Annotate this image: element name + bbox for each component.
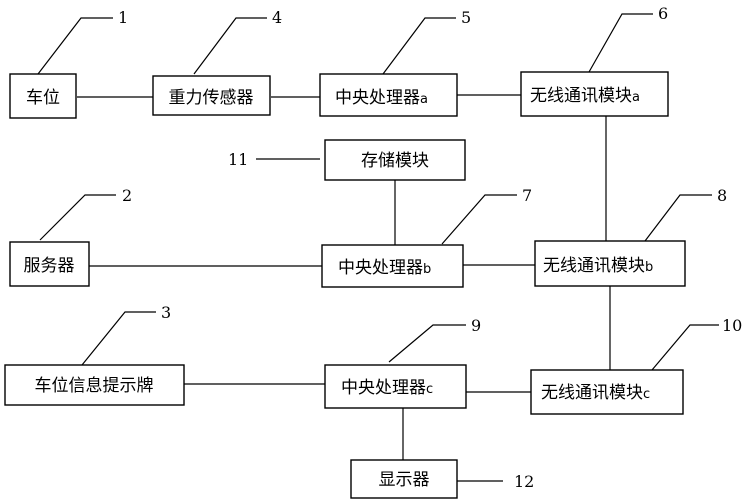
node-label: 服务器: [24, 256, 75, 276]
leader-9: [388, 324, 466, 363]
node-display: 显示器: [350, 459, 458, 499]
leader-1: [37, 17, 113, 75]
node-label: 显示器: [379, 470, 430, 490]
leader-3: [81, 311, 156, 366]
node-label: 车位: [26, 88, 60, 108]
node-label: 中央处理器a: [335, 88, 428, 108]
reference-numbers: 1 4 5 6 11 2 7 8 3 9 10 12: [118, 4, 742, 491]
leader-4: [193, 17, 267, 75]
leader-10: [651, 324, 719, 371]
ref-number-7: 7: [522, 186, 532, 205]
leader-lines: [37, 13, 719, 482]
ref-number-10: 10: [722, 316, 742, 335]
leader-5: [382, 17, 456, 75]
connections: [77, 94, 611, 460]
node-label: 无线通讯模块b: [543, 256, 653, 276]
ref-number-4: 4: [272, 8, 282, 27]
node-server: 服务器: [9, 241, 90, 287]
leader-8: [644, 194, 712, 242]
node-wireless-a: 无线通讯模块a: [520, 71, 669, 117]
ref-number-6: 6: [658, 4, 668, 23]
node-storage: 存储模块: [324, 139, 466, 181]
node-cpu-c: 中央处理器c: [324, 364, 467, 409]
node-label: 中央处理器c: [341, 378, 433, 398]
ref-number-9: 9: [471, 316, 481, 335]
leader-7: [441, 194, 517, 245]
node-parking-space: 车位: [9, 73, 77, 119]
node-label: 无线通讯模块c: [541, 383, 650, 403]
ref-number-8: 8: [717, 186, 727, 205]
node-wireless-c: 无线通讯模块c: [530, 369, 684, 415]
ref-number-12: 12: [514, 472, 534, 491]
leader-6: [588, 13, 653, 73]
node-cpu-a: 中央处理器a: [319, 73, 458, 117]
node-gravity-sensor: 重力传感器: [152, 75, 271, 116]
node-label: 无线通讯模块a: [530, 86, 640, 106]
ref-number-2: 2: [122, 186, 132, 205]
node-info-board: 车位信息提示牌: [4, 364, 185, 406]
ref-number-3: 3: [161, 303, 171, 322]
node-label: 中央处理器b: [338, 258, 431, 278]
leader-2: [39, 194, 116, 241]
node-label: 重力传感器: [169, 88, 254, 108]
ref-number-1: 1: [118, 8, 128, 27]
node-cpu-b: 中央处理器b: [321, 244, 464, 288]
node-wireless-b: 无线通讯模块b: [534, 240, 686, 287]
ref-number-11: 11: [228, 150, 248, 169]
node-label: 存储模块: [361, 151, 429, 171]
ref-number-5: 5: [461, 8, 471, 27]
node-label: 车位信息提示牌: [35, 376, 154, 396]
